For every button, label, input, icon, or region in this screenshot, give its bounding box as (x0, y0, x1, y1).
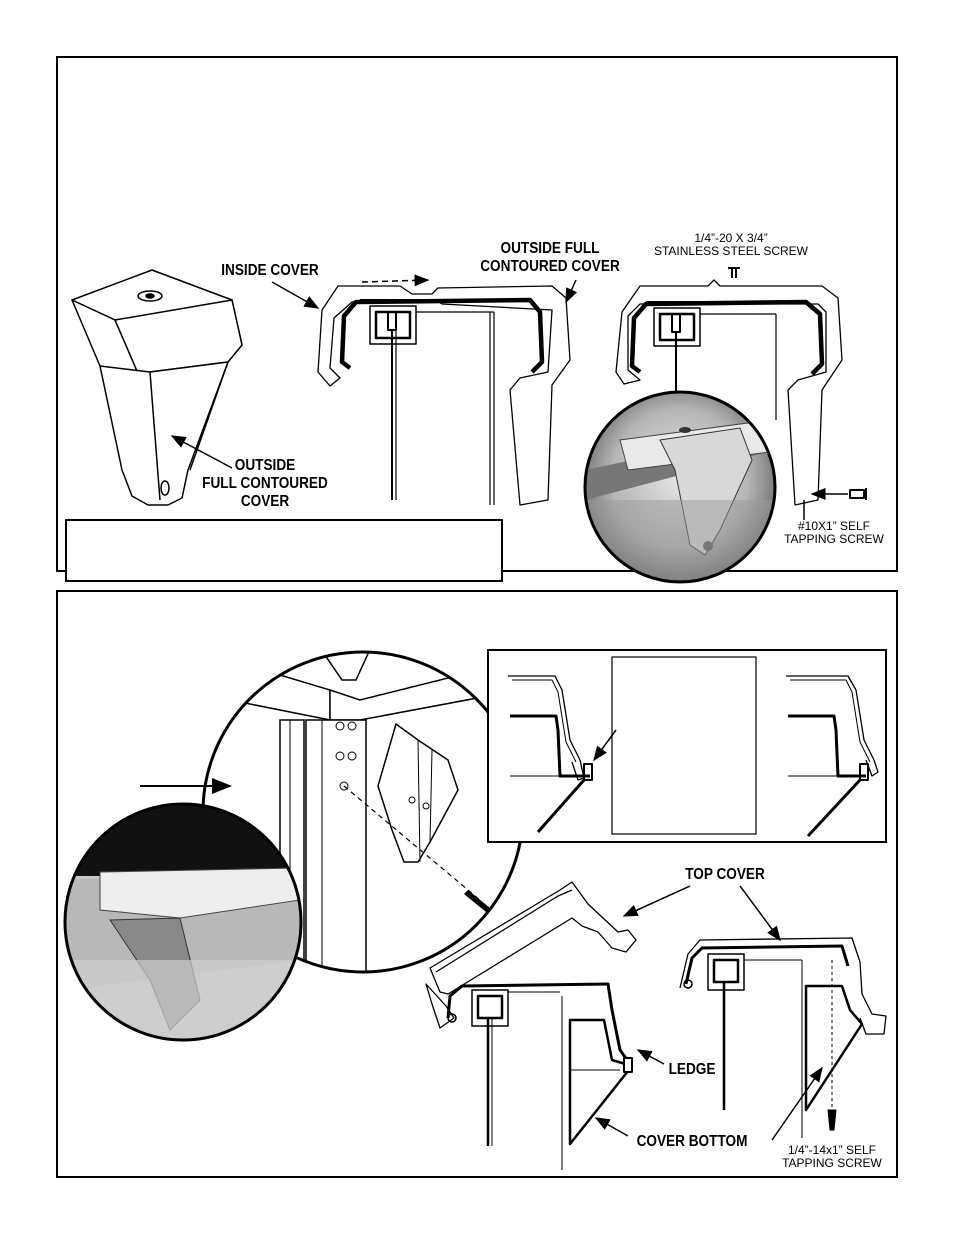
caption-box-top (65, 519, 503, 582)
label-inside-cover: INSIDE COVER (221, 262, 319, 279)
cover-installed-photo (585, 392, 775, 582)
cross-section-middle (317, 274, 571, 506)
cross-section-bottom-right (679, 937, 887, 1138)
cross-section-bottom-left (446, 982, 634, 1170)
label-cover-bottom: COVER BOTTOM (636, 1133, 748, 1150)
label-ledge: LEDGE (668, 1061, 716, 1078)
ledge-profile-left (508, 675, 617, 833)
inset-blank-caption (611, 656, 757, 835)
label-self-tapping-screw-top: #10X1” SELF TAPPING SCREW (784, 519, 884, 546)
label-outside-full-contoured-cover-top: OUTSIDE FULL CONTOURED COVER (480, 240, 620, 275)
post-closeup-drawing (203, 652, 523, 972)
label-stainless-steel-screw: 1/4”-20 X 3/4” STAINLESS STEEL SCREW (653, 231, 809, 258)
outside-contoured-cover-3d (71, 269, 243, 506)
cross-section-right (615, 267, 867, 506)
ledge-profile-right (786, 675, 879, 838)
label-outside-full-contoured-cover-left: OUTSIDE FULL CONTOURED COVER (202, 457, 328, 510)
label-self-tapping-screw-bottom: 1/4”-14x1” SELF TAPPING SCREW (782, 1143, 882, 1170)
label-top-cover: TOP COVER (685, 866, 765, 883)
